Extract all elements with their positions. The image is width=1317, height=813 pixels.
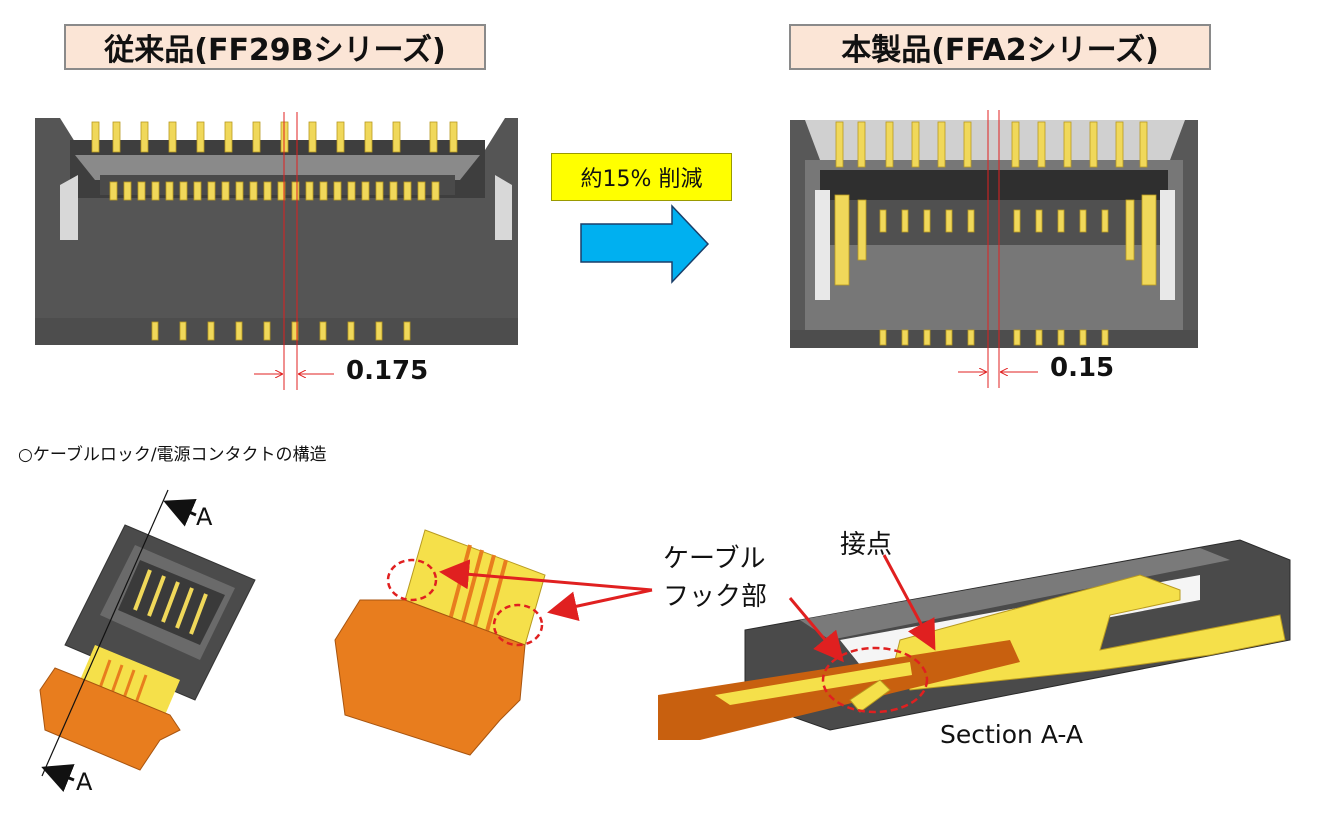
contact-point-label: 接点 <box>840 530 893 560</box>
conventional-connector-drawing <box>35 112 518 390</box>
section-marker-bottom-label: A <box>76 768 93 796</box>
fpc-cable-drawing <box>334 529 653 756</box>
reduction-text: 約15% 削減 <box>580 167 703 192</box>
conventional-pitch-dimension: 0.175 <box>346 356 429 386</box>
conventional-title-text: 従来品(FF29Bシリーズ) <box>104 33 446 68</box>
isometric-connector-drawing <box>39 489 256 792</box>
section-aa-drawing <box>658 539 1291 740</box>
new-product-title: 本製品(FFA2シリーズ) <box>789 24 1211 70</box>
blue-arrow <box>580 204 710 284</box>
cable-hook-label-line2: フック部 <box>663 582 768 612</box>
section-name-label: Section A-A <box>940 720 1083 749</box>
section-marker-top-label: A <box>196 503 213 531</box>
cable-hook-label-line1: ケーブル <box>663 544 766 574</box>
new-product-title-text: 本製品(FFA2シリーズ) <box>841 33 1159 68</box>
section-caption: ○ケーブルロック/電源コンタクトの構造 <box>18 445 327 465</box>
conventional-title: 従来品(FF29Bシリーズ) <box>64 24 486 70</box>
new-product-connector-drawing <box>790 110 1198 388</box>
new-product-pitch-dimension: 0.15 <box>1050 353 1115 383</box>
reduction-label: 約15% 削減 <box>551 153 732 201</box>
